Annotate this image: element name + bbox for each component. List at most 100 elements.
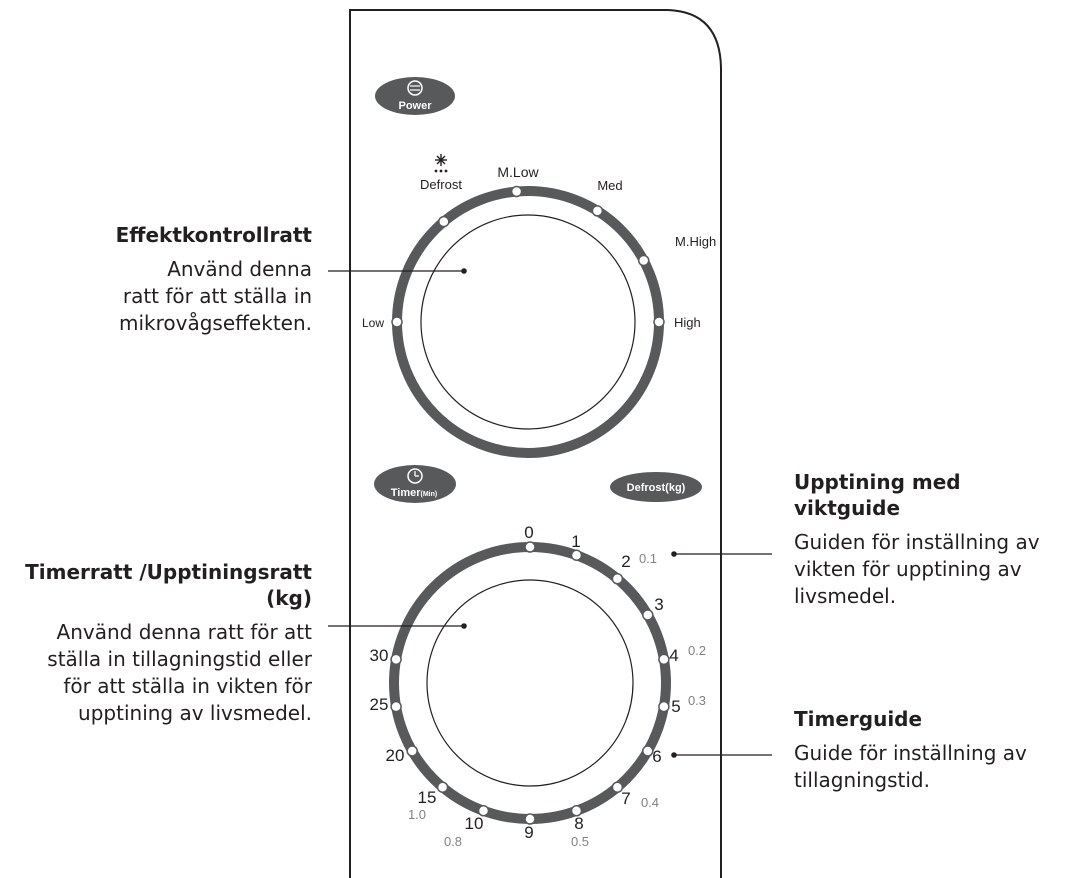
power-level-label-m-high: M.High bbox=[675, 234, 716, 249]
timer-dial-marker bbox=[524, 541, 536, 553]
timer-label-text: Timer bbox=[391, 487, 421, 499]
weight-label-0-4: 0.4 bbox=[641, 795, 659, 810]
timer-dial-marker bbox=[611, 781, 624, 793]
timer-knob-line: för att ställa in vikten för bbox=[63, 674, 312, 698]
timer-guide-line: tillagningstid. bbox=[794, 768, 930, 792]
timer-label-10: 10 bbox=[465, 814, 484, 833]
timer-label: Timer(Min) bbox=[391, 487, 437, 499]
power-level-label-low: Low bbox=[362, 316, 384, 330]
weight-label-0-2: 0.2 bbox=[688, 643, 706, 658]
timer-dial-marker bbox=[658, 700, 670, 713]
timer-dial-marker bbox=[477, 805, 490, 817]
timer-guide-leader-dot bbox=[671, 752, 677, 758]
timer-dial-marker bbox=[570, 549, 583, 561]
power-level-label-med: Med bbox=[597, 178, 622, 193]
power-knob-line: Använd denna bbox=[167, 257, 312, 281]
power-knob-callout: Effektkontrollratt Använd denna ratt för… bbox=[12, 222, 312, 337]
timer-guide-line: Guide för inställning av bbox=[794, 741, 1027, 765]
defrost-snowflake-icon bbox=[434, 154, 448, 173]
power-level-label-m-low: M.Low bbox=[497, 164, 539, 180]
weight-label-0-3: 0.3 bbox=[688, 693, 706, 708]
defrost-kg-label: Defrost(kg) bbox=[627, 482, 686, 494]
timer-label-8: 8 bbox=[574, 814, 583, 833]
power-knob-line: ratt för att ställa in bbox=[122, 284, 312, 308]
timer-label-7: 7 bbox=[621, 789, 630, 808]
timer-label-15: 15 bbox=[418, 788, 437, 807]
weight-label-1-0: 1.0 bbox=[408, 807, 426, 822]
timer-dial-marker bbox=[570, 805, 583, 817]
power-level-label-high: High bbox=[674, 315, 701, 330]
timer-knob-title-line: Timerratt /Upptiningsratt bbox=[25, 560, 312, 584]
defrost-guide-leader-dot bbox=[671, 551, 677, 557]
timer-dial-marker bbox=[524, 813, 536, 825]
timer-guide-title: Timerguide bbox=[794, 707, 923, 731]
defrost-guide-line: vikten för upptining av bbox=[794, 557, 1022, 581]
defrost-guide-line: Guiden för inställning av bbox=[794, 530, 1040, 554]
power-dial-marker bbox=[653, 316, 665, 328]
timer-dial-marker bbox=[642, 609, 654, 621]
timer-label-0: 0 bbox=[524, 523, 533, 542]
defrost-guide-title-line: viktguide bbox=[794, 496, 901, 520]
timer-label-1: 1 bbox=[571, 532, 580, 551]
defrost-guide-title: Upptining med viktguide bbox=[794, 469, 1064, 521]
power-dial-marker bbox=[510, 185, 523, 198]
timer-minute-labels: 0 1 2 3 4 5 6 7 8 9 10 15 20 25 30 bbox=[370, 523, 681, 842]
timer-dial-markers bbox=[390, 541, 670, 825]
power-knob-line: mikrovågseffekten. bbox=[119, 311, 312, 335]
timer-knob-callout: Timerratt /Upptiningsratt (kg) Använd de… bbox=[2, 559, 312, 727]
timer-knob-line: ställa in tillagningstid eller bbox=[47, 647, 312, 671]
power-knob-title: Effektkontrollratt bbox=[115, 223, 312, 247]
timer-dial-marker bbox=[436, 781, 449, 793]
power-dial-marker bbox=[391, 316, 403, 328]
timer-knob-line: Använd denna ratt för att bbox=[56, 620, 312, 644]
timer-label-6: 6 bbox=[652, 747, 661, 766]
timer-weight-labels: 0.1 0.2 0.3 0.4 0.5 0.8 1.0 bbox=[408, 551, 706, 849]
timer-label-25: 25 bbox=[370, 695, 389, 714]
power-knob-leader-dot bbox=[461, 268, 467, 274]
callout-leaders bbox=[328, 268, 772, 758]
defrost-label: Defrost bbox=[420, 177, 462, 192]
control-panel-outline bbox=[349, 9, 722, 878]
power-label: Power bbox=[398, 100, 432, 112]
timer-label-2: 2 bbox=[621, 552, 630, 571]
timer-button[interactable]: Timer(Min) bbox=[374, 465, 456, 503]
defrost-guide-line: livsmedel. bbox=[794, 584, 897, 608]
timer-dial[interactable] bbox=[389, 541, 671, 825]
timer-label-30: 30 bbox=[370, 646, 389, 665]
timer-label-5: 5 bbox=[671, 697, 680, 716]
power-dial-markers bbox=[391, 185, 665, 328]
weight-label-0-8: 0.8 bbox=[444, 834, 462, 849]
timer-knob-line: upptining av livsmedel. bbox=[78, 701, 312, 725]
weight-label-0-1: 0.1 bbox=[639, 551, 657, 566]
timer-dial-marker bbox=[611, 573, 624, 585]
timer-unit-text: (Min) bbox=[421, 491, 438, 498]
weight-label-0-5: 0.5 bbox=[571, 834, 589, 849]
clock-icon bbox=[407, 468, 423, 484]
timer-knob-description: Använd denna ratt för att ställa in till… bbox=[2, 619, 312, 727]
power-dial-marker bbox=[637, 254, 650, 267]
defrost-guide-description: Guiden för inställning av vikten för upp… bbox=[794, 529, 1064, 610]
timer-label-4: 4 bbox=[669, 646, 678, 665]
timer-knob-title-line: (kg) bbox=[266, 586, 312, 610]
power-dial[interactable] bbox=[391, 185, 665, 458]
timer-dial-marker bbox=[642, 745, 654, 757]
timer-label-20: 20 bbox=[386, 746, 405, 765]
power-dial-marker bbox=[438, 215, 450, 228]
power-knob-description: Använd denna ratt för att ställa in mikr… bbox=[12, 256, 312, 337]
timer-guide-callout: Timerguide Guide för inställning av till… bbox=[794, 706, 1064, 794]
power-dial-marker bbox=[591, 205, 604, 217]
power-button[interactable]: Power bbox=[375, 77, 455, 115]
timer-guide-description: Guide för inställning av tillagningstid. bbox=[794, 740, 1064, 794]
timer-dial-marker bbox=[390, 653, 402, 666]
timer-label-9: 9 bbox=[524, 823, 533, 842]
microwave-icon bbox=[407, 80, 423, 96]
timer-knob-leader-dot bbox=[461, 623, 467, 629]
timer-label-3: 3 bbox=[654, 595, 663, 614]
defrost-guide-title-line: Upptining med bbox=[794, 470, 961, 494]
defrost-guide-callout: Upptining med viktguide Guiden för instä… bbox=[794, 469, 1064, 610]
timer-dial-marker bbox=[658, 653, 670, 666]
defrost-kg-button[interactable]: Defrost(kg) bbox=[610, 472, 702, 502]
timer-knob-title: Timerratt /Upptiningsratt (kg) bbox=[2, 559, 312, 611]
timer-dial-marker bbox=[406, 745, 418, 757]
